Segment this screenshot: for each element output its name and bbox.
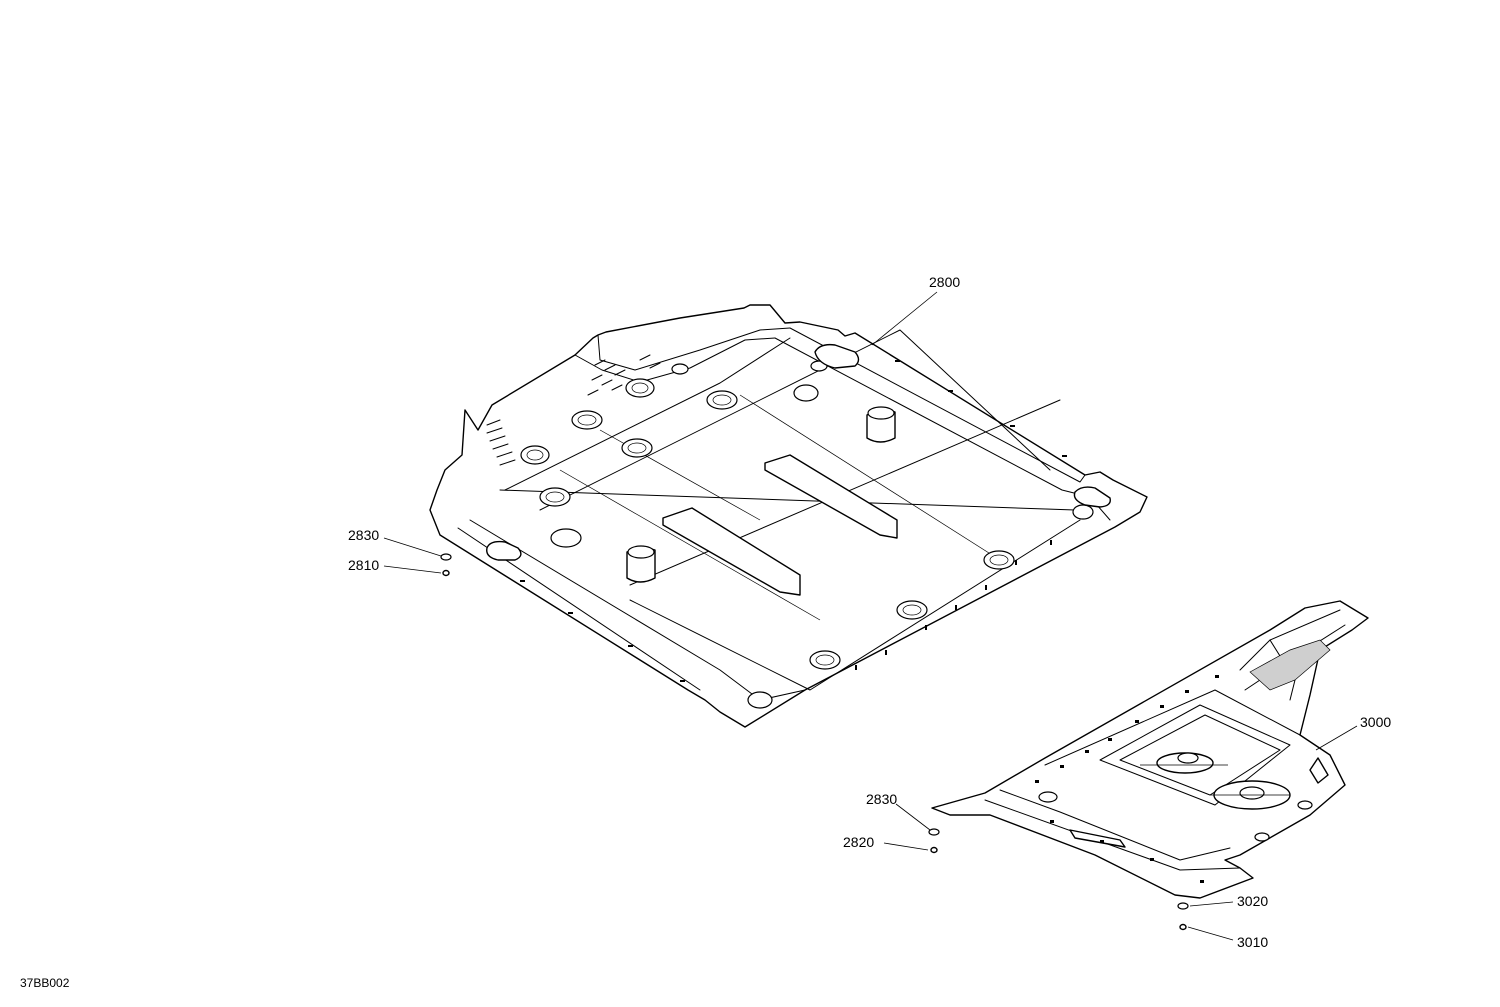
skid-plate-front [429,304,1148,728]
washer-2830-rear [928,828,940,836]
skid-plate-rear [931,600,1369,899]
rear-perforations [1035,675,1219,883]
edge-perforations [520,360,1067,682]
bolt-3010 [1179,923,1187,931]
vent-slots [486,354,661,466]
callout-3000: 3000 [1360,714,1391,730]
callout-2830-rear: 2830 [866,791,897,807]
diagram-reference-code: 37BB002 [20,976,70,990]
callout-2820: 2820 [843,834,874,850]
bolt-2810 [442,569,450,577]
callout-2830-front: 2830 [348,527,379,543]
callout-2810: 2810 [348,557,379,573]
callout-3010: 3010 [1237,934,1268,950]
washer-3020 [1177,902,1189,910]
bolt-2820 [930,846,938,854]
callout-2800: 2800 [929,274,960,290]
callout-3020: 3020 [1237,893,1268,909]
leader-lines [383,291,1358,941]
washer-2830-front [440,553,452,561]
